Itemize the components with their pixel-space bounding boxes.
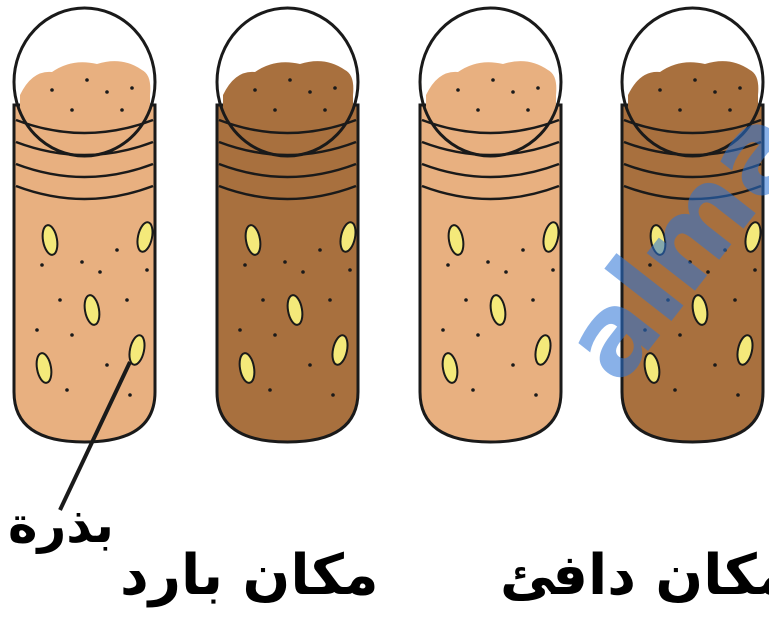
soil-particle	[283, 260, 287, 264]
soil-particle	[733, 298, 737, 302]
soil-particle	[738, 86, 742, 90]
soil-particle	[80, 260, 84, 264]
soil-particle	[318, 248, 322, 252]
soil-particle	[65, 388, 69, 392]
seed-label: بذرة	[8, 500, 114, 550]
soil-particle	[105, 363, 109, 367]
soil-particle	[120, 108, 124, 112]
soil-particle	[128, 393, 132, 397]
soil-particle	[446, 263, 450, 267]
soil-particle	[736, 393, 740, 397]
soil-particle	[273, 108, 277, 112]
soil-particle	[456, 88, 460, 92]
soil-particle	[35, 328, 39, 332]
soil-particle	[333, 86, 337, 90]
soil-particle	[531, 298, 535, 302]
soil-particle	[753, 268, 757, 272]
soil-particle	[476, 333, 480, 337]
soil-particle	[268, 388, 272, 392]
soil-particle	[534, 393, 538, 397]
soil-particle	[678, 108, 682, 112]
soil-particle	[551, 268, 555, 272]
soil-particle	[50, 88, 54, 92]
soil-particle	[253, 88, 257, 92]
jar-warm-light	[420, 8, 561, 442]
soil-particle	[301, 270, 305, 274]
soil-particle	[348, 268, 352, 272]
soil-particle	[331, 393, 335, 397]
soil-particle	[105, 90, 109, 94]
soil-particle	[85, 78, 89, 82]
soil-particle	[476, 108, 480, 112]
soil-particle	[125, 298, 129, 302]
soil-particle	[693, 78, 697, 82]
soil-particle	[98, 270, 102, 274]
soil-particle	[441, 328, 445, 332]
soil-particle	[486, 260, 490, 264]
soil-particle	[288, 78, 292, 82]
soil-particle	[511, 90, 515, 94]
soil-particle	[145, 268, 149, 272]
soil-particle	[238, 328, 242, 332]
soil-particle	[308, 90, 312, 94]
soil-particle	[70, 333, 74, 337]
soil-particle	[308, 363, 312, 367]
soil-particle	[713, 363, 717, 367]
soil-particle	[521, 248, 525, 252]
soil-particle	[70, 108, 74, 112]
soil-particle	[243, 263, 247, 267]
warm-place-label: مكان دافئ	[500, 548, 769, 604]
soil-particle	[273, 333, 277, 337]
jar-cold-dark	[217, 8, 358, 442]
soil-particle	[323, 108, 327, 112]
jar-cold-light	[14, 8, 155, 442]
soil-particle	[328, 298, 332, 302]
soil-particle	[261, 298, 265, 302]
soil-particle	[526, 108, 530, 112]
soil-particle	[464, 298, 468, 302]
soil-particle	[130, 86, 134, 90]
soil-particle	[491, 78, 495, 82]
soil-particle	[713, 90, 717, 94]
soil-particle	[115, 248, 119, 252]
soil-particle	[504, 270, 508, 274]
soil-particle	[58, 298, 62, 302]
soil-particle	[673, 388, 677, 392]
soil-particle	[511, 363, 515, 367]
cold-place-label: مكان بارد	[120, 548, 379, 604]
soil-particle	[658, 88, 662, 92]
soil-particle	[40, 263, 44, 267]
soil-particle	[536, 86, 540, 90]
soil-particle	[471, 388, 475, 392]
